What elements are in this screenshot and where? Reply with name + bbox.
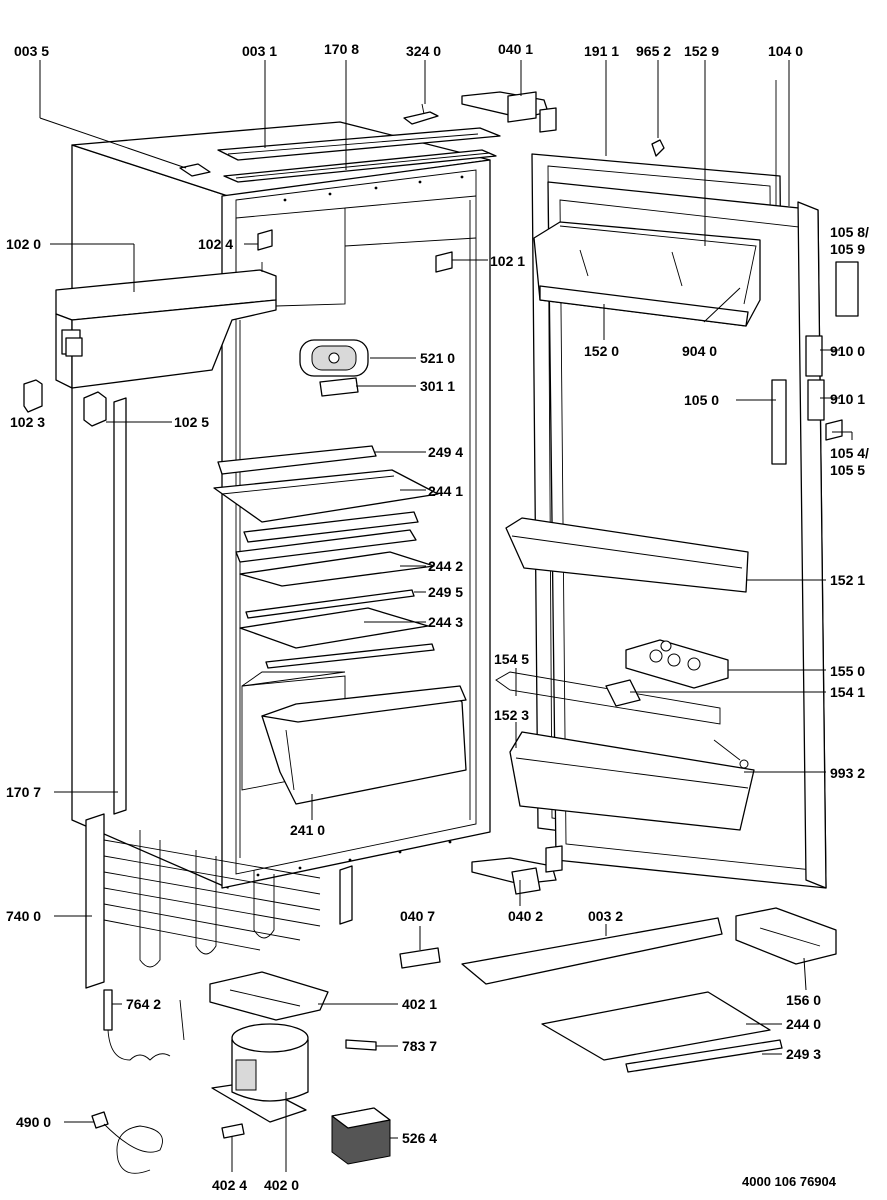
- label-241-0: 241 0: [290, 822, 325, 838]
- part-labels: 003 5 003 1 170 8 324 0 040 1 191 1 965 …: [6, 41, 869, 1193]
- shelves: [213, 445, 439, 669]
- label-152-0: 152 0: [584, 343, 619, 359]
- door: [505, 80, 827, 889]
- label-402-0: 402 0: [264, 1177, 299, 1193]
- label-402-4: 402 4: [212, 1177, 247, 1193]
- label-301-1: 301 1: [420, 378, 455, 394]
- label-040-1: 040 1: [498, 41, 533, 57]
- bracket-102-4: [257, 229, 273, 251]
- glass-244-0: [541, 991, 771, 1061]
- label-244-1: 244 1: [428, 483, 463, 499]
- capillary: [103, 989, 185, 1061]
- label-152-9: 152 9: [684, 43, 719, 59]
- top-hinge: [461, 91, 557, 133]
- label-764-2: 764 2: [126, 996, 161, 1012]
- part-402-4: [221, 1123, 245, 1139]
- part-783-7: [345, 1039, 377, 1051]
- label-249-4: 249 4: [428, 444, 463, 460]
- label-244-3: 244 3: [428, 614, 463, 630]
- label-105-0: 105 0: [684, 392, 719, 408]
- part-910-0: [805, 335, 823, 377]
- egg-tray: [625, 639, 729, 689]
- bottom-cover: [461, 917, 723, 985]
- relay: [331, 1107, 391, 1165]
- label-105-4: 105 4/: [830, 445, 869, 461]
- label-003-5: 003 5: [14, 43, 49, 59]
- part-105-4: [825, 419, 843, 441]
- clip-102-3: [23, 379, 43, 413]
- label-102-3: 102 3: [10, 414, 45, 430]
- light-cover: [55, 262, 277, 389]
- bottle-rail: [495, 671, 721, 725]
- cable-993-2: [713, 739, 741, 761]
- label-154-5: 154 5: [494, 651, 529, 667]
- bottom-hinge: [471, 845, 563, 895]
- label-490-0: 490 0: [16, 1114, 51, 1130]
- label-170-7: 170 7: [6, 784, 41, 800]
- label-102-1: 102 1: [490, 253, 525, 269]
- part-154-1: [605, 679, 641, 707]
- label-521-0: 521 0: [420, 350, 455, 366]
- label-102-0: 102 0: [6, 236, 41, 252]
- compressor-bracket: [209, 971, 329, 1021]
- label-040-7: 040 7: [400, 908, 435, 924]
- label-105-9: 105 9: [830, 241, 865, 257]
- bracket-102-1: [435, 251, 453, 273]
- label-249-5: 249 5: [428, 584, 463, 600]
- label-105-5: 105 5: [830, 462, 865, 478]
- label-104-0: 104 0: [768, 43, 803, 59]
- label-156-0: 156 0: [786, 992, 821, 1008]
- strip-249-3: [625, 1039, 783, 1073]
- label-170-8: 170 8: [324, 41, 359, 57]
- mains-cable: [91, 1111, 163, 1174]
- label-003-1: 003 1: [242, 43, 277, 59]
- label-965-2: 965 2: [636, 43, 671, 59]
- label-152-3: 152 3: [494, 707, 529, 723]
- label-244-2: 244 2: [428, 558, 463, 574]
- label-191-1: 191 1: [584, 43, 619, 59]
- label-152-1: 152 1: [830, 572, 865, 588]
- part-105-8: [835, 261, 859, 317]
- label-102-4: 102 4: [198, 236, 233, 252]
- label-244-0: 244 0: [786, 1016, 821, 1032]
- label-904-0: 904 0: [682, 343, 717, 359]
- label-003-2: 003 2: [588, 908, 623, 924]
- label-105-8: 105 8/: [830, 224, 869, 240]
- label-301-1: [319, 377, 359, 397]
- condenser: [85, 813, 353, 989]
- label-993-2: 993 2: [830, 765, 865, 781]
- label-155-0: 155 0: [830, 663, 865, 679]
- label-102-5: 102 5: [174, 414, 209, 430]
- part-040-7: [399, 947, 441, 969]
- compressor: [211, 1023, 309, 1123]
- label-154-1: 154 1: [830, 684, 865, 700]
- label-040-2: 040 2: [508, 908, 543, 924]
- thermostat-knob: [299, 339, 369, 377]
- part-910-1: [807, 379, 825, 421]
- part-102-5: [83, 391, 107, 427]
- label-910-0: 910 0: [830, 343, 865, 359]
- label-910-1: 910 1: [830, 391, 865, 407]
- ice-tray: [735, 907, 837, 965]
- label-526-4: 526 4: [402, 1130, 437, 1146]
- label-402-1: 402 1: [402, 996, 437, 1012]
- label-740-0: 740 0: [6, 908, 41, 924]
- document-number: 4000 106 76904: [742, 1174, 837, 1189]
- label-783-7: 783 7: [402, 1038, 437, 1054]
- crisper-drawer: [261, 685, 467, 805]
- leader-lines: [39, 60, 853, 1172]
- label-324-0: 324 0: [406, 43, 441, 59]
- label-249-3: 249 3: [786, 1046, 821, 1062]
- screw-965-2: [651, 139, 665, 157]
- strip-170-7: [113, 397, 127, 815]
